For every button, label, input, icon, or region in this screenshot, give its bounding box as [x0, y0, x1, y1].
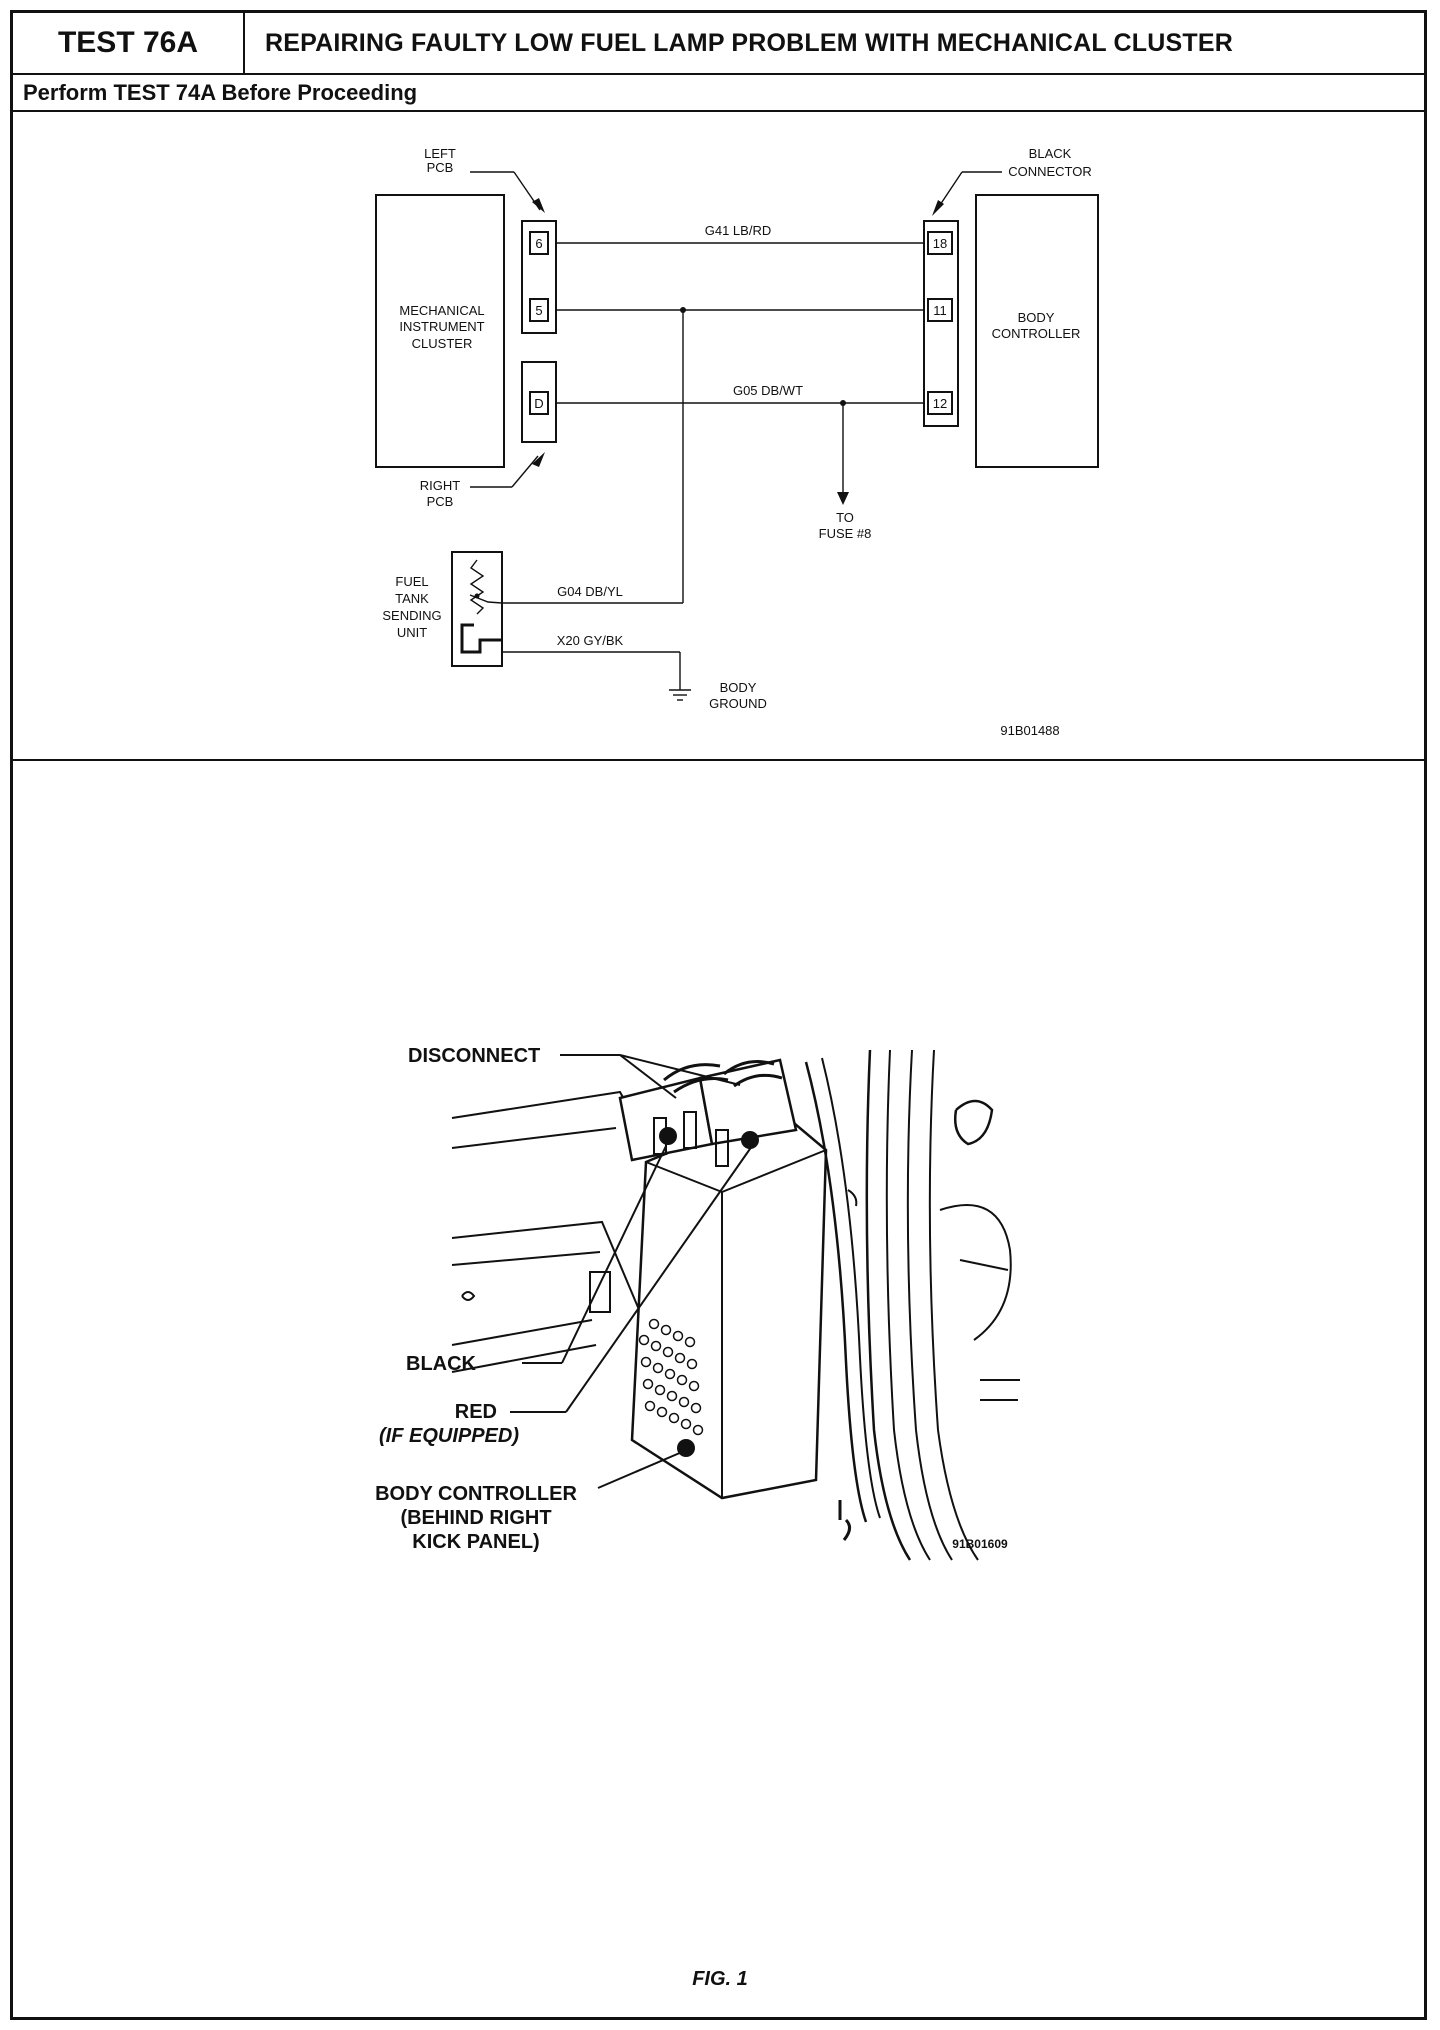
- wire-label: G04 DB/YL: [557, 584, 623, 599]
- black-connector-label: CONNECTOR: [1008, 164, 1092, 179]
- sender-label: UNIT: [397, 625, 427, 640]
- body-controller-label: BODY: [1018, 310, 1055, 325]
- sender-resistor: [469, 559, 485, 615]
- right-pcb-label: RIGHT: [420, 478, 461, 493]
- sender-ground-strap: [460, 623, 502, 654]
- pin-box: [927, 391, 953, 415]
- test-id: TEST 76A: [13, 13, 245, 73]
- cluster-label: CLUSTER: [412, 336, 473, 351]
- sender-label: SENDING: [382, 608, 441, 623]
- splice-dot: [680, 307, 686, 313]
- fuse-label: TO: [836, 510, 854, 525]
- pin-box: [927, 298, 953, 322]
- cluster-pin: D: [534, 396, 543, 411]
- right-pcb-label: PCB: [427, 494, 454, 509]
- black-connector: [923, 220, 959, 427]
- fuse-label: FUSE #8: [819, 526, 872, 541]
- figure-caption: FIG. 1: [692, 1968, 748, 1990]
- body-controller-box: [975, 194, 1099, 468]
- pin-box: [529, 298, 549, 322]
- pin-box: [529, 231, 549, 255]
- figure-id: 91B01488: [1000, 723, 1059, 738]
- cluster-pin: 6: [535, 236, 542, 251]
- pin-box: [927, 231, 953, 255]
- fuse-arrow: [837, 492, 849, 505]
- controller-pin: 12: [933, 396, 947, 411]
- cluster-label: INSTRUMENT: [399, 319, 484, 334]
- wire-label: G41 LB/RD: [705, 223, 771, 238]
- test-title: REPAIRING FAULTY LOW FUEL LAMP PROBLEM W…: [265, 29, 1233, 57]
- left-pcb-label: PCB: [427, 160, 454, 175]
- prerequisite-row: Perform TEST 74A Before Proceeding: [13, 75, 1424, 112]
- cluster-box: [375, 194, 505, 468]
- cluster-label: MECHANICAL: [399, 303, 484, 318]
- test-header: TEST 76A REPAIRING FAULTY LOW FUEL LAMP …: [13, 13, 1424, 75]
- left-pcb-connector: [521, 220, 557, 334]
- cluster-pin: 5: [535, 303, 542, 318]
- right-pcb-connector: [521, 361, 557, 443]
- pin-box: [529, 391, 549, 415]
- ground-label: BODY: [720, 680, 757, 695]
- section-divider: [13, 759, 1424, 761]
- sender-box: [451, 551, 503, 667]
- prerequisite-text: Perform TEST 74A Before Proceeding: [23, 80, 418, 105]
- controller-pin: 18: [933, 236, 947, 251]
- wire-label: X20 GY/BK: [557, 633, 624, 648]
- sender-label: TANK: [395, 591, 429, 606]
- splice-dot: [840, 400, 846, 406]
- wiring-schematic: LEFT PCB RIGHT PCB BLACK CONNECTOR MECHA…: [375, 146, 1099, 738]
- wire-label: G05 DB/WT: [733, 383, 803, 398]
- black-connector-label: BLACK: [1029, 146, 1072, 161]
- left-pcb-label: LEFT: [424, 146, 456, 161]
- page-frame: TEST 76A REPAIRING FAULTY LOW FUEL LAMP …: [10, 10, 1427, 2020]
- ground-label: GROUND: [709, 696, 767, 711]
- controller-pin: 11: [933, 303, 947, 318]
- sender-label: FUEL: [395, 574, 428, 589]
- body-controller-label: CONTROLLER: [992, 326, 1081, 341]
